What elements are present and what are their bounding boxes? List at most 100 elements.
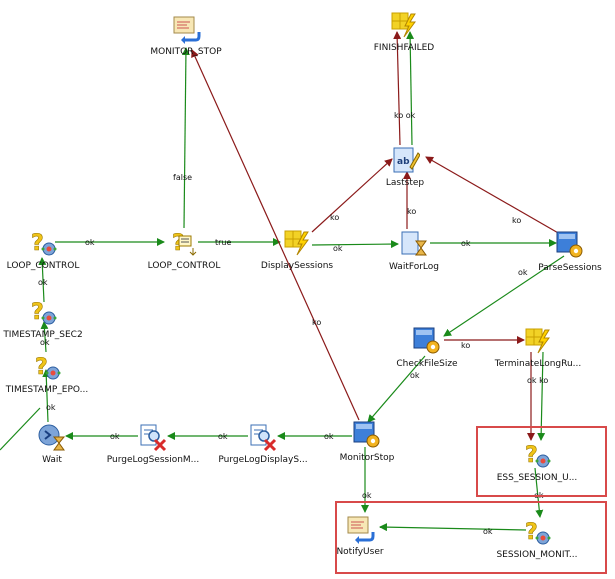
edge-label-ko-monitorstop: ko bbox=[312, 318, 321, 327]
node-loop-control-variable[interactable]: ? LOOP_CONTROL bbox=[0, 228, 118, 288]
node-label: SESSION_MONIT... bbox=[496, 550, 578, 560]
node-label: Laststep bbox=[385, 178, 425, 188]
node-label: LOOP_CONTROL bbox=[147, 261, 221, 271]
svg-text:ab: ab bbox=[397, 157, 410, 167]
svg-text:?: ? bbox=[525, 443, 538, 468]
edge-label-ok-purgedisplay: ok bbox=[218, 432, 228, 441]
svg-text:?: ? bbox=[525, 520, 538, 545]
node-label: ParseSessions bbox=[538, 263, 602, 273]
svg-text:?: ? bbox=[31, 231, 44, 256]
procedure-gear-icon bbox=[353, 421, 380, 448]
node-finish-failed[interactable]: FINISHFAILED bbox=[329, 10, 479, 70]
node-monitor-stop-procedure[interactable]: MonitorStop bbox=[292, 420, 442, 480]
lightning-icon bbox=[284, 230, 309, 256]
edge-eval-to-monitorstop-false bbox=[181, 47, 190, 229]
node-parse-sessions[interactable]: ParseSessions bbox=[495, 230, 615, 290]
node-purge-log-session[interactable]: PurgeLogSessionM... bbox=[78, 422, 228, 482]
node-label: MonitorStop bbox=[339, 453, 395, 463]
edge-label-ok-ko-terminate: ok ko bbox=[527, 376, 548, 385]
edge-label-ok-checkfile: ok bbox=[410, 371, 420, 380]
svg-text:?: ? bbox=[35, 355, 48, 380]
node-notify-user[interactable]: NotifyUser bbox=[285, 514, 435, 574]
node-terminate-long-running[interactable]: TerminateLongRu... bbox=[463, 326, 613, 386]
edge-label-ok-notify: ok bbox=[362, 491, 372, 500]
node-last-step[interactable]: ab Laststep bbox=[330, 145, 480, 205]
node-label: CheckFileSize bbox=[396, 359, 458, 369]
node-label: LOOP_CONTROL bbox=[6, 261, 80, 271]
edge-sessionmonit-to-notifyuser-ok bbox=[379, 523, 527, 532]
node-wait-for-log[interactable]: WaitForLog bbox=[339, 229, 489, 289]
node-label: ESS_SESSION_U... bbox=[496, 473, 578, 483]
edge-parsesessions-to-checkfilesize-ok bbox=[443, 255, 565, 337]
node-timestamp-sec2[interactable]: ? TIMESTAMP_SEC2 bbox=[0, 297, 118, 357]
node-timestamp-epo[interactable]: ? TIMESTAMP_EPO... bbox=[0, 352, 122, 412]
node-loop-control-evaluate[interactable]: ? LOOP_CONTROL bbox=[109, 228, 259, 288]
edge-displaysessions-to-waitforlog-ok bbox=[311, 240, 399, 249]
edge-label-false: false bbox=[173, 173, 192, 182]
edge-laststep-to-finishfailed-ko bbox=[393, 31, 402, 146]
node-check-file-size[interactable]: CheckFileSize bbox=[352, 326, 502, 386]
procedure-gear-icon bbox=[556, 231, 583, 258]
node-label: TerminateLongRu... bbox=[494, 359, 582, 369]
node-label: NotifyUser bbox=[336, 547, 384, 557]
edge-ess-to-sessionmonit-ok bbox=[534, 467, 544, 518]
node-purge-log-display[interactable]: PurgeLogDisplayS... bbox=[188, 422, 338, 482]
edge-laststep-to-finishfailed-ok bbox=[406, 31, 415, 146]
edge-terminate-to-ess-ok bbox=[537, 351, 546, 441]
hourglass-icon bbox=[401, 231, 427, 256]
edge-label-ok-parse: ok bbox=[518, 268, 528, 277]
edge-displaysessions-to-laststep-ko bbox=[311, 158, 393, 233]
edge-label-true: true bbox=[215, 238, 231, 247]
edge-incoming-to-wait-ok bbox=[0, 407, 41, 451]
node-wait[interactable]: Wait bbox=[0, 422, 127, 482]
purge-search-icon bbox=[140, 424, 167, 452]
variable-gear-icon: ? bbox=[525, 443, 551, 468]
node-label: PurgeLogDisplayS... bbox=[218, 455, 308, 465]
svg-text:?: ? bbox=[31, 300, 44, 325]
variable-gear-icon: ? bbox=[31, 300, 57, 325]
node-display-sessions[interactable]: DisplaySessions bbox=[222, 228, 372, 288]
edge-timestampsec2-to-loopcontrol-ok bbox=[38, 257, 47, 303]
node-monitor-stop-event[interactable]: MONITOR_STOP bbox=[111, 14, 261, 74]
edge-label-ok-loop: ok bbox=[85, 238, 95, 247]
edge-label-ok-sec2: ok bbox=[38, 278, 48, 287]
node-label: Wait bbox=[42, 455, 62, 465]
node-label: WaitForLog bbox=[388, 262, 439, 272]
edge-timestampepo-to-timestampsec2-ok bbox=[40, 321, 49, 353]
edge-label-ok-wait: ok bbox=[461, 239, 471, 248]
variable-gear-icon: ? bbox=[35, 355, 61, 380]
text-edit-icon: ab bbox=[393, 147, 420, 173]
edge-label-ok-display: ok bbox=[333, 244, 343, 253]
mail-return-icon bbox=[347, 516, 375, 544]
evaluate-icon: ? bbox=[172, 231, 197, 256]
node-label: MONITOR_STOP bbox=[150, 47, 222, 57]
highlight-box-ess-session bbox=[476, 426, 607, 497]
procedure-gear-icon bbox=[413, 327, 440, 354]
lightning-icon bbox=[391, 12, 416, 38]
edge-monitorstop-to-monitorstopevent-ko bbox=[191, 49, 360, 421]
edge-parsesessions-to-laststep-ko bbox=[425, 156, 561, 235]
variable-gear-icon: ? bbox=[31, 231, 57, 256]
node-label: DisplaySessions bbox=[260, 261, 334, 271]
lightning-icon bbox=[525, 328, 550, 354]
edge-label-ko-checkfile: ko bbox=[461, 341, 470, 350]
edge-label-ok-wait2: ok bbox=[46, 403, 56, 412]
node-label: TIMESTAMP_SEC2 bbox=[3, 330, 83, 340]
node-label: PurgeLogSessionM... bbox=[106, 455, 200, 465]
edge-label-ok-epo: ok bbox=[40, 338, 50, 347]
timer-icon bbox=[38, 424, 66, 451]
node-label: TIMESTAMP_EPO... bbox=[5, 385, 89, 395]
edge-label-ko-display: ko bbox=[330, 213, 339, 222]
edge-label-ko-ok-laststep: ko ok bbox=[394, 111, 416, 120]
edge-label-ko-parse: ko bbox=[512, 216, 521, 225]
node-ess-session-u[interactable]: ? ESS_SESSION_U... bbox=[462, 440, 612, 500]
edge-label-ok-sessionmonit: ok bbox=[483, 527, 493, 536]
node-session-monit[interactable]: ? SESSION_MONIT... bbox=[462, 517, 612, 577]
mail-return-icon bbox=[173, 16, 201, 44]
purge-search-icon bbox=[250, 424, 277, 452]
edge-label-ok-purgesession: ok bbox=[110, 432, 120, 441]
highlight-box-notify-session bbox=[335, 501, 607, 574]
edge-wait-to-timestampepo-ok bbox=[42, 369, 51, 423]
variable-gear-icon: ? bbox=[525, 520, 551, 545]
